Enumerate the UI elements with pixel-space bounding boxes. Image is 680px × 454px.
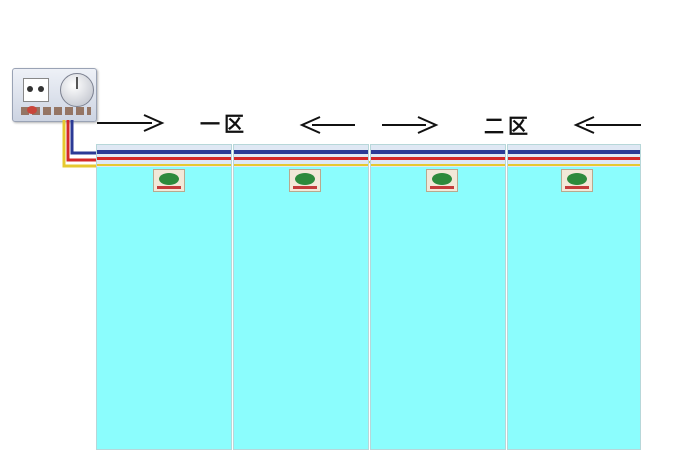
bus-wires [508,145,640,167]
bus-wires [371,145,505,167]
thermostat-switch [23,78,49,102]
bus-wires [234,145,368,167]
thermostat-led-2 [38,86,44,92]
feed-wires [62,120,98,168]
bus-wires [97,145,231,167]
heating-film-badge-icon [153,169,185,192]
thermostat-knob [60,73,94,107]
arrow-left-icon [573,116,641,134]
heating-panel-3 [370,144,506,450]
thermostat-icon [12,68,97,122]
heating-panel-2 [233,144,369,450]
thermostat-brand-plate [21,107,91,115]
heating-film-badge-icon [426,169,458,192]
zone-2-label: 二区 [484,114,532,138]
heating-film-badge-icon [289,169,321,192]
arrow-right-icon [382,116,439,134]
thermostat-led-1 [27,86,33,92]
thermostat-logo [27,106,37,114]
heating-panel-1 [96,144,232,450]
heating-film-badge-icon [561,169,593,192]
arrow-right-icon [97,114,165,132]
zone-1-label: 一区 [200,112,248,136]
heating-panel-4 [507,144,641,450]
arrow-left-icon [299,116,355,134]
